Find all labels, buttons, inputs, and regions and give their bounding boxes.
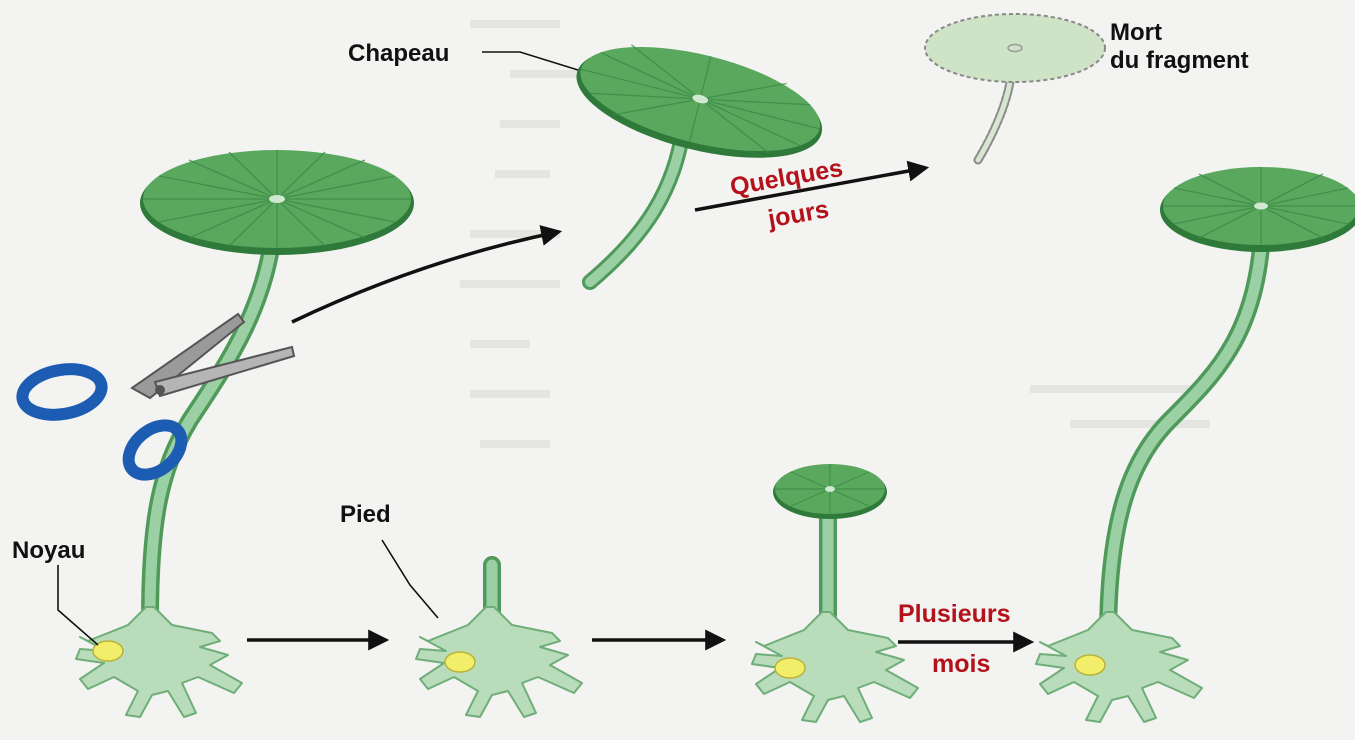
label-pied: Pied xyxy=(340,501,391,528)
cap xyxy=(140,150,414,255)
label-mort-line1: Mort xyxy=(1110,19,1162,46)
label-chapeau: Chapeau xyxy=(348,40,449,67)
base-after-cut xyxy=(416,565,582,717)
label-mois: mois xyxy=(932,650,990,678)
regenerated-organism xyxy=(1036,167,1355,722)
rhizoids xyxy=(76,607,242,717)
label-jours: jours xyxy=(765,195,831,233)
background-page-text xyxy=(460,20,1210,448)
nucleus xyxy=(445,652,475,672)
scissors-icon xyxy=(19,314,294,485)
nucleus xyxy=(1075,655,1105,675)
label-plusieurs: Plusieurs xyxy=(898,600,1011,628)
leader-chapeau xyxy=(482,52,578,70)
regrowing-organism xyxy=(752,464,918,722)
leader-noyau xyxy=(58,565,98,645)
leader-lines xyxy=(58,52,578,645)
nucleus xyxy=(775,658,805,678)
dead-fragment xyxy=(925,14,1105,160)
label-mort-line2: du fragment xyxy=(1110,47,1249,74)
organism-original xyxy=(76,150,414,717)
fragment-with-cap xyxy=(566,26,833,282)
leader-pied xyxy=(382,540,438,618)
label-noyau: Noyau xyxy=(12,537,85,564)
